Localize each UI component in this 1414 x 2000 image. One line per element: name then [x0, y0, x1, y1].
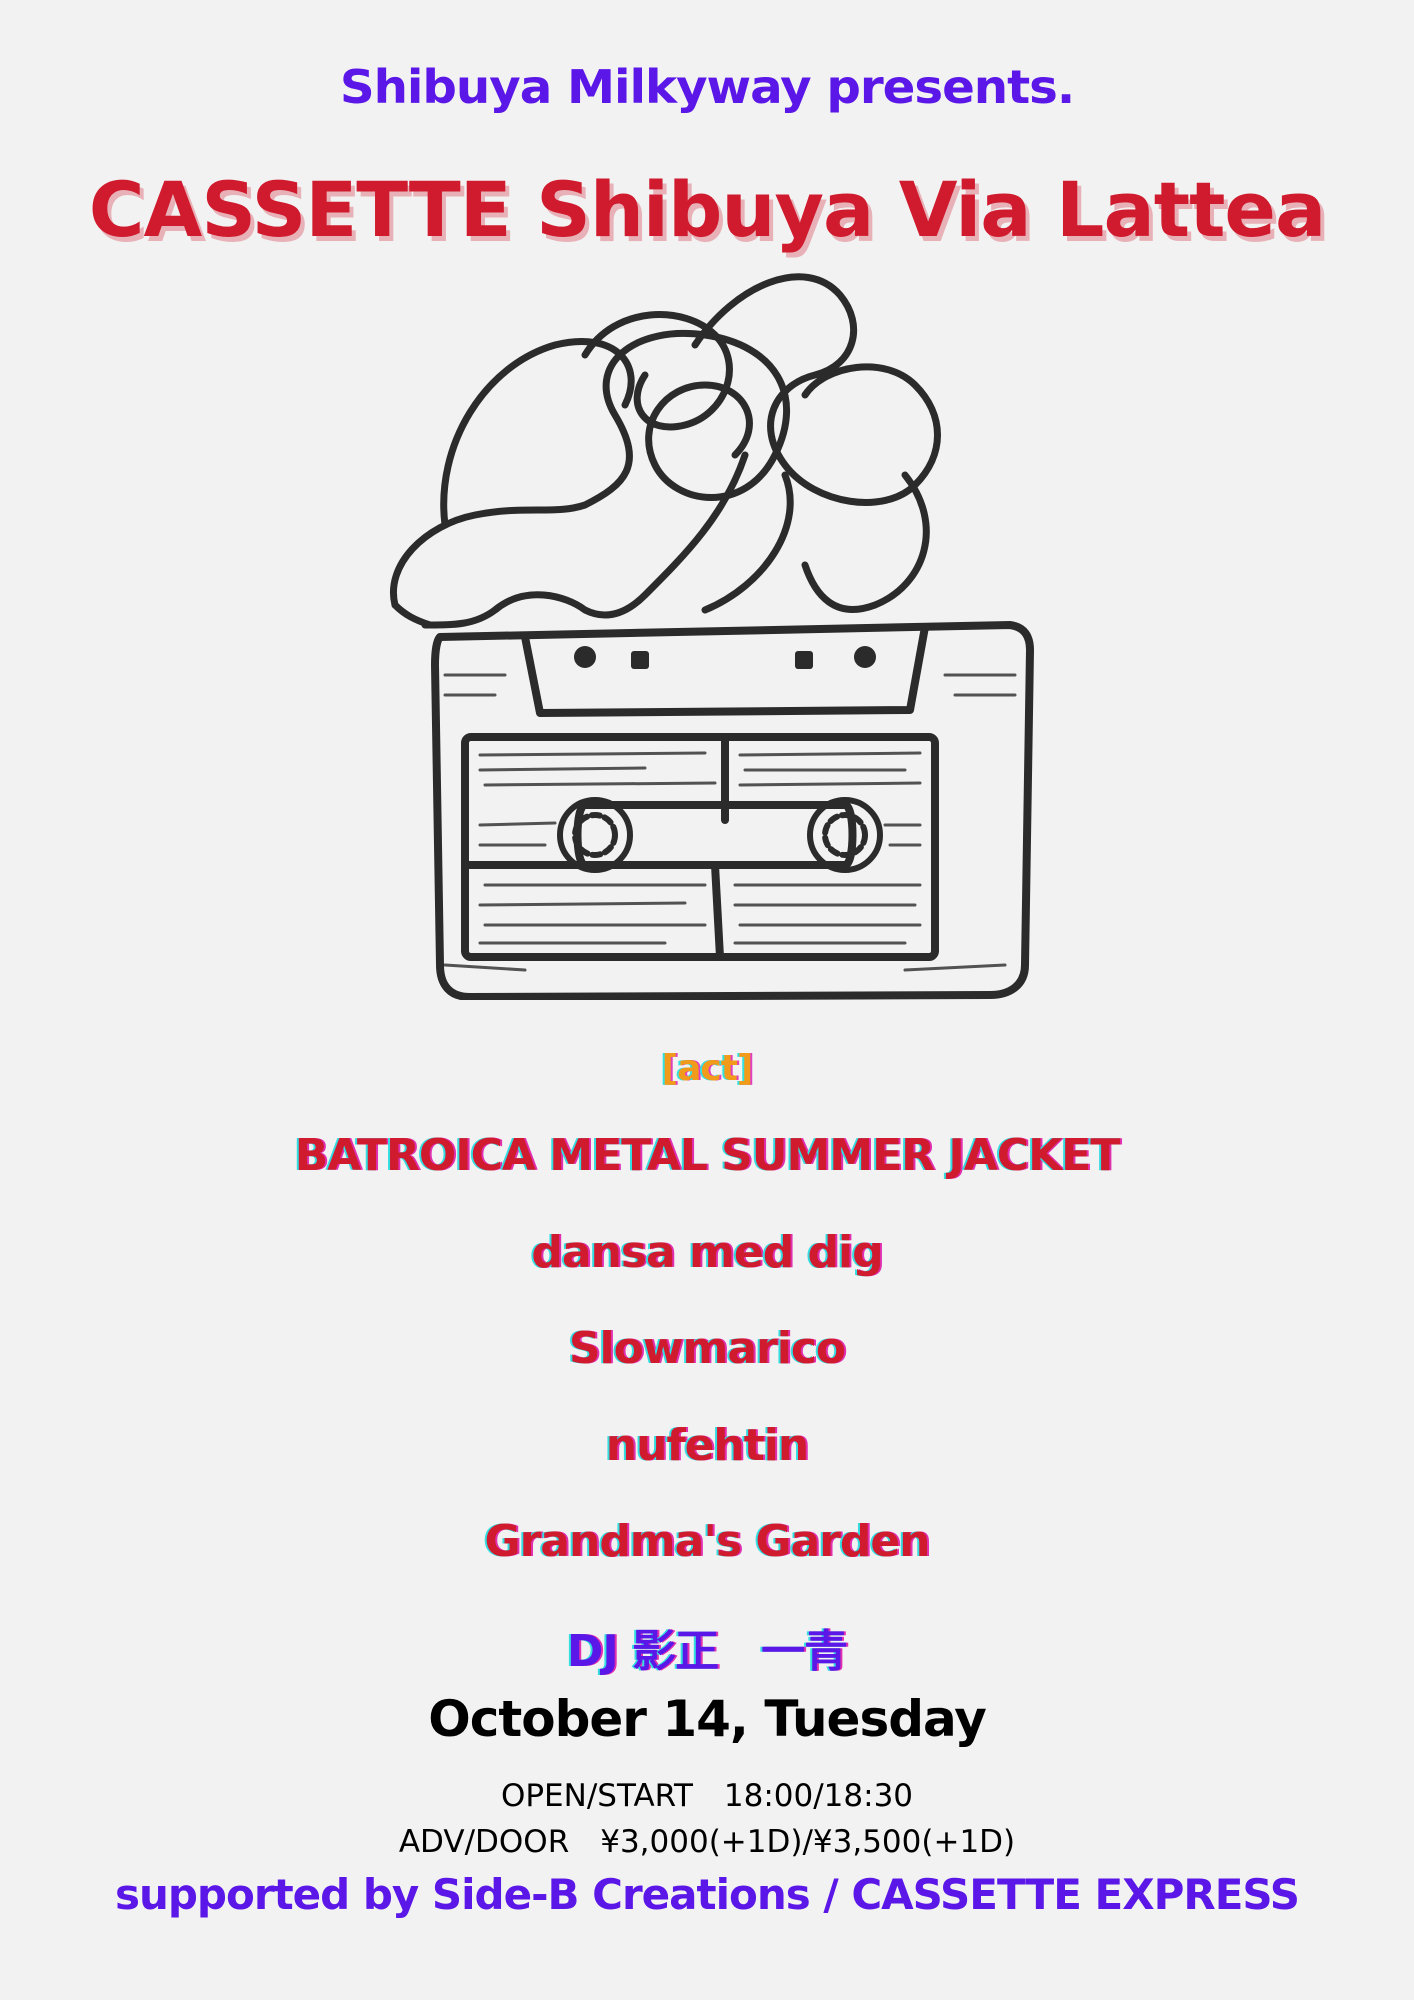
presenter-text: Shibuya Milkyway presents. — [339, 60, 1075, 114]
dj-name: DJ 影正 一青 — [566, 1626, 848, 1677]
band-name: dansa med dig — [531, 1227, 883, 1278]
ticket-price: ADV/DOOR ¥3,000(+1D)/¥3,500(+1D) — [398, 1824, 1016, 1860]
band-name: Slowmarico — [568, 1323, 846, 1374]
supported-by: supported by Side-B Creations / CASSETTE… — [114, 1870, 1300, 1919]
band-name: BATROICA METAL SUMMER JACKET — [294, 1130, 1120, 1181]
open-start-time: OPEN/START 18:00/18:30 — [500, 1778, 914, 1814]
lineup-heading: [act] — [661, 1048, 754, 1089]
band-name: Grandma's Garden — [484, 1516, 930, 1567]
cassette-tape-icon — [390, 273, 1034, 1000]
event-date: October 14, Tuesday — [428, 1690, 987, 1748]
event-title: CASSETTE Shibuya Via Lattea — [88, 165, 1327, 254]
band-name: nufehtin — [605, 1420, 809, 1471]
